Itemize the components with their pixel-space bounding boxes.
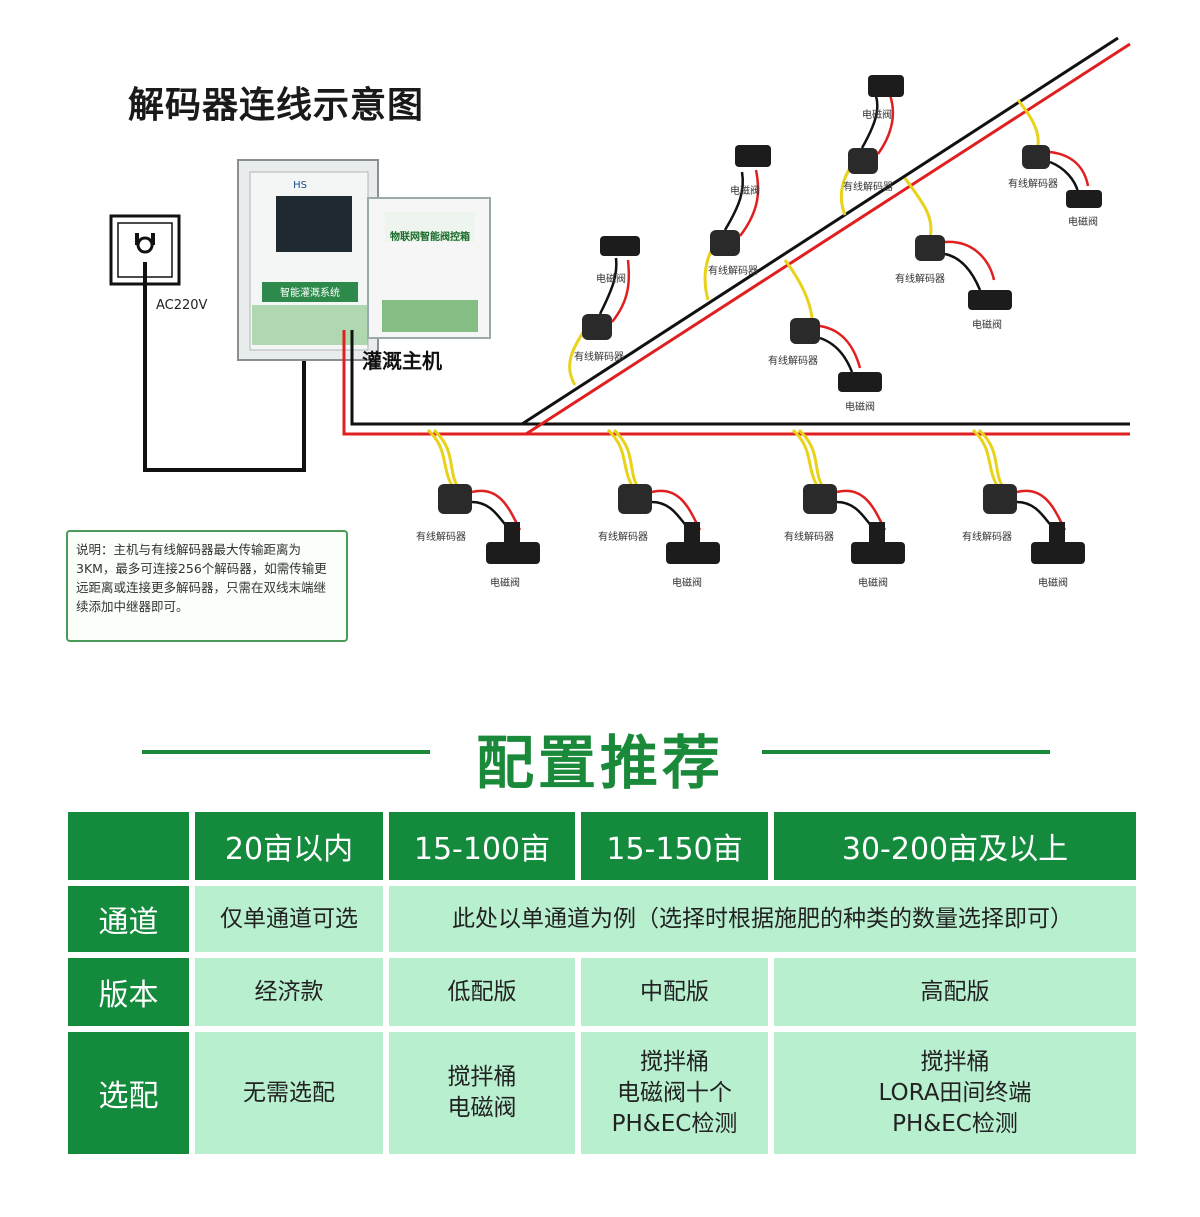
valve-label: 电磁阀 [858, 578, 888, 589]
wiring-svg: 智能灌溉系统 HS 物联网智能阀控箱 [109, 36, 1131, 564]
decoder-label: 有线解码器 [768, 356, 818, 367]
header-cell: 30-200亩及以上 [774, 812, 1136, 880]
table-row: 选配 无需选配 搅拌桶 电磁阀 搅拌桶 电磁阀十个 PH&EC检测 搅拌桶 LO… [68, 1032, 1136, 1154]
config-table: 20亩以内 15-100亩 15-150亩 30-200亩及以上 通道 仅单通道… [62, 806, 1142, 1160]
wiring-diagram: 解码器连线示意图 智能灌溉系统 HS 物联网智能阀控箱 [66, 36, 1131, 642]
table-cell: 搅拌桶 LORA田间终端 PH&EC检测 [774, 1032, 1136, 1154]
svg-text:物联网智能阀控箱: 物联网智能阀控箱 [390, 230, 470, 243]
diagonal-decoders [568, 75, 1102, 392]
section-title: 配置推荐 [475, 729, 724, 797]
host-label: 灌溉主机 [362, 349, 442, 373]
cell-line: 无需选配 [243, 1079, 335, 1106]
cell-line: 搅拌桶 [920, 1048, 990, 1075]
header-corner [68, 812, 189, 880]
table-cell: 搅拌桶 电磁阀 [389, 1032, 575, 1154]
valve-label: 电磁阀 [972, 320, 1002, 331]
valve-label: 电磁阀 [490, 578, 520, 589]
decoder-label: 有线解码器 [1008, 179, 1058, 190]
table-cell: 搅拌桶 电磁阀十个 PH&EC检测 [581, 1032, 768, 1154]
decoder-label: 有线解码器 [784, 532, 834, 543]
table-cell: 高配版 [774, 958, 1136, 1026]
power-label: AC220V [156, 298, 208, 313]
valve-label: 电磁阀 [730, 186, 760, 197]
header-cell: 15-150亩 [581, 812, 768, 880]
config-section-header: 配置推荐 [0, 712, 1200, 797]
decoder-label: 有线解码器 [598, 532, 648, 543]
valve-label: 电磁阀 [1038, 578, 1068, 589]
diagram-note: 说明：主机与有线解码器最大传输距离为3KM，最多可连接256个解码器，如需传输更… [66, 530, 348, 642]
controller-box-icon: 物联网智能阀控箱 [367, 197, 491, 339]
decoder-label: 有线解码器 [708, 266, 758, 277]
row-header: 通道 [68, 886, 189, 952]
table-cell: 中配版 [581, 958, 768, 1026]
cell-line: PH&EC检测 [892, 1110, 1018, 1137]
irrigation-host-icon: 智能灌溉系统 HS [237, 159, 379, 361]
bottom-decoders [426, 428, 1085, 564]
valve-label: 电磁阀 [862, 110, 892, 121]
valve-label: 电磁阀 [596, 274, 626, 285]
decoder-label: 有线解码器 [895, 274, 945, 285]
cell-line: 电磁阀十个 [617, 1079, 732, 1106]
cell-line: 电磁阀 [447, 1095, 517, 1121]
valve-label: 电磁阀 [672, 578, 702, 589]
table-header-row: 20亩以内 15-100亩 15-150亩 30-200亩及以上 [68, 812, 1136, 880]
host-panel-text: 智能灌溉系统 [280, 286, 340, 299]
diagram-title: 解码器连线示意图 [128, 85, 425, 126]
decoder-label: 有线解码器 [574, 352, 624, 363]
table-cell: 此处以单通道为例（选择时根据施肥的种类的数量选择即可） [389, 886, 1136, 952]
table-row: 版本 经济款 低配版 中配版 高配版 [68, 958, 1136, 1026]
row-header: 版本 [68, 958, 189, 1026]
table-cell: 无需选配 [195, 1032, 383, 1154]
valve-label: 电磁阀 [1068, 217, 1098, 228]
cell-line: PH&EC检测 [611, 1110, 738, 1137]
table-cell: 仅单通道可选 [195, 886, 383, 952]
cell-line: 搅拌桶 [640, 1048, 709, 1075]
power-socket-icon [109, 214, 181, 286]
cell-line: 搅拌桶 [447, 1064, 517, 1090]
valve-label: 电磁阀 [845, 402, 875, 413]
decoder-label: 有线解码器 [843, 182, 893, 193]
table-row: 通道 仅单通道可选 此处以单通道为例（选择时根据施肥的种类的数量选择即可） [68, 886, 1136, 952]
cell-line: LORA田间终端 [878, 1079, 1032, 1106]
table-cell: 低配版 [389, 958, 575, 1026]
svg-text:HS: HS [293, 180, 307, 191]
header-divider-right [762, 750, 1050, 754]
decoder-label: 有线解码器 [962, 532, 1012, 543]
decoder-label: 有线解码器 [416, 532, 466, 543]
header-cell: 20亩以内 [195, 812, 383, 880]
header-divider-left [142, 750, 430, 754]
table-cell: 经济款 [195, 958, 383, 1026]
row-header: 选配 [68, 1032, 189, 1154]
header-cell: 15-100亩 [389, 812, 575, 880]
